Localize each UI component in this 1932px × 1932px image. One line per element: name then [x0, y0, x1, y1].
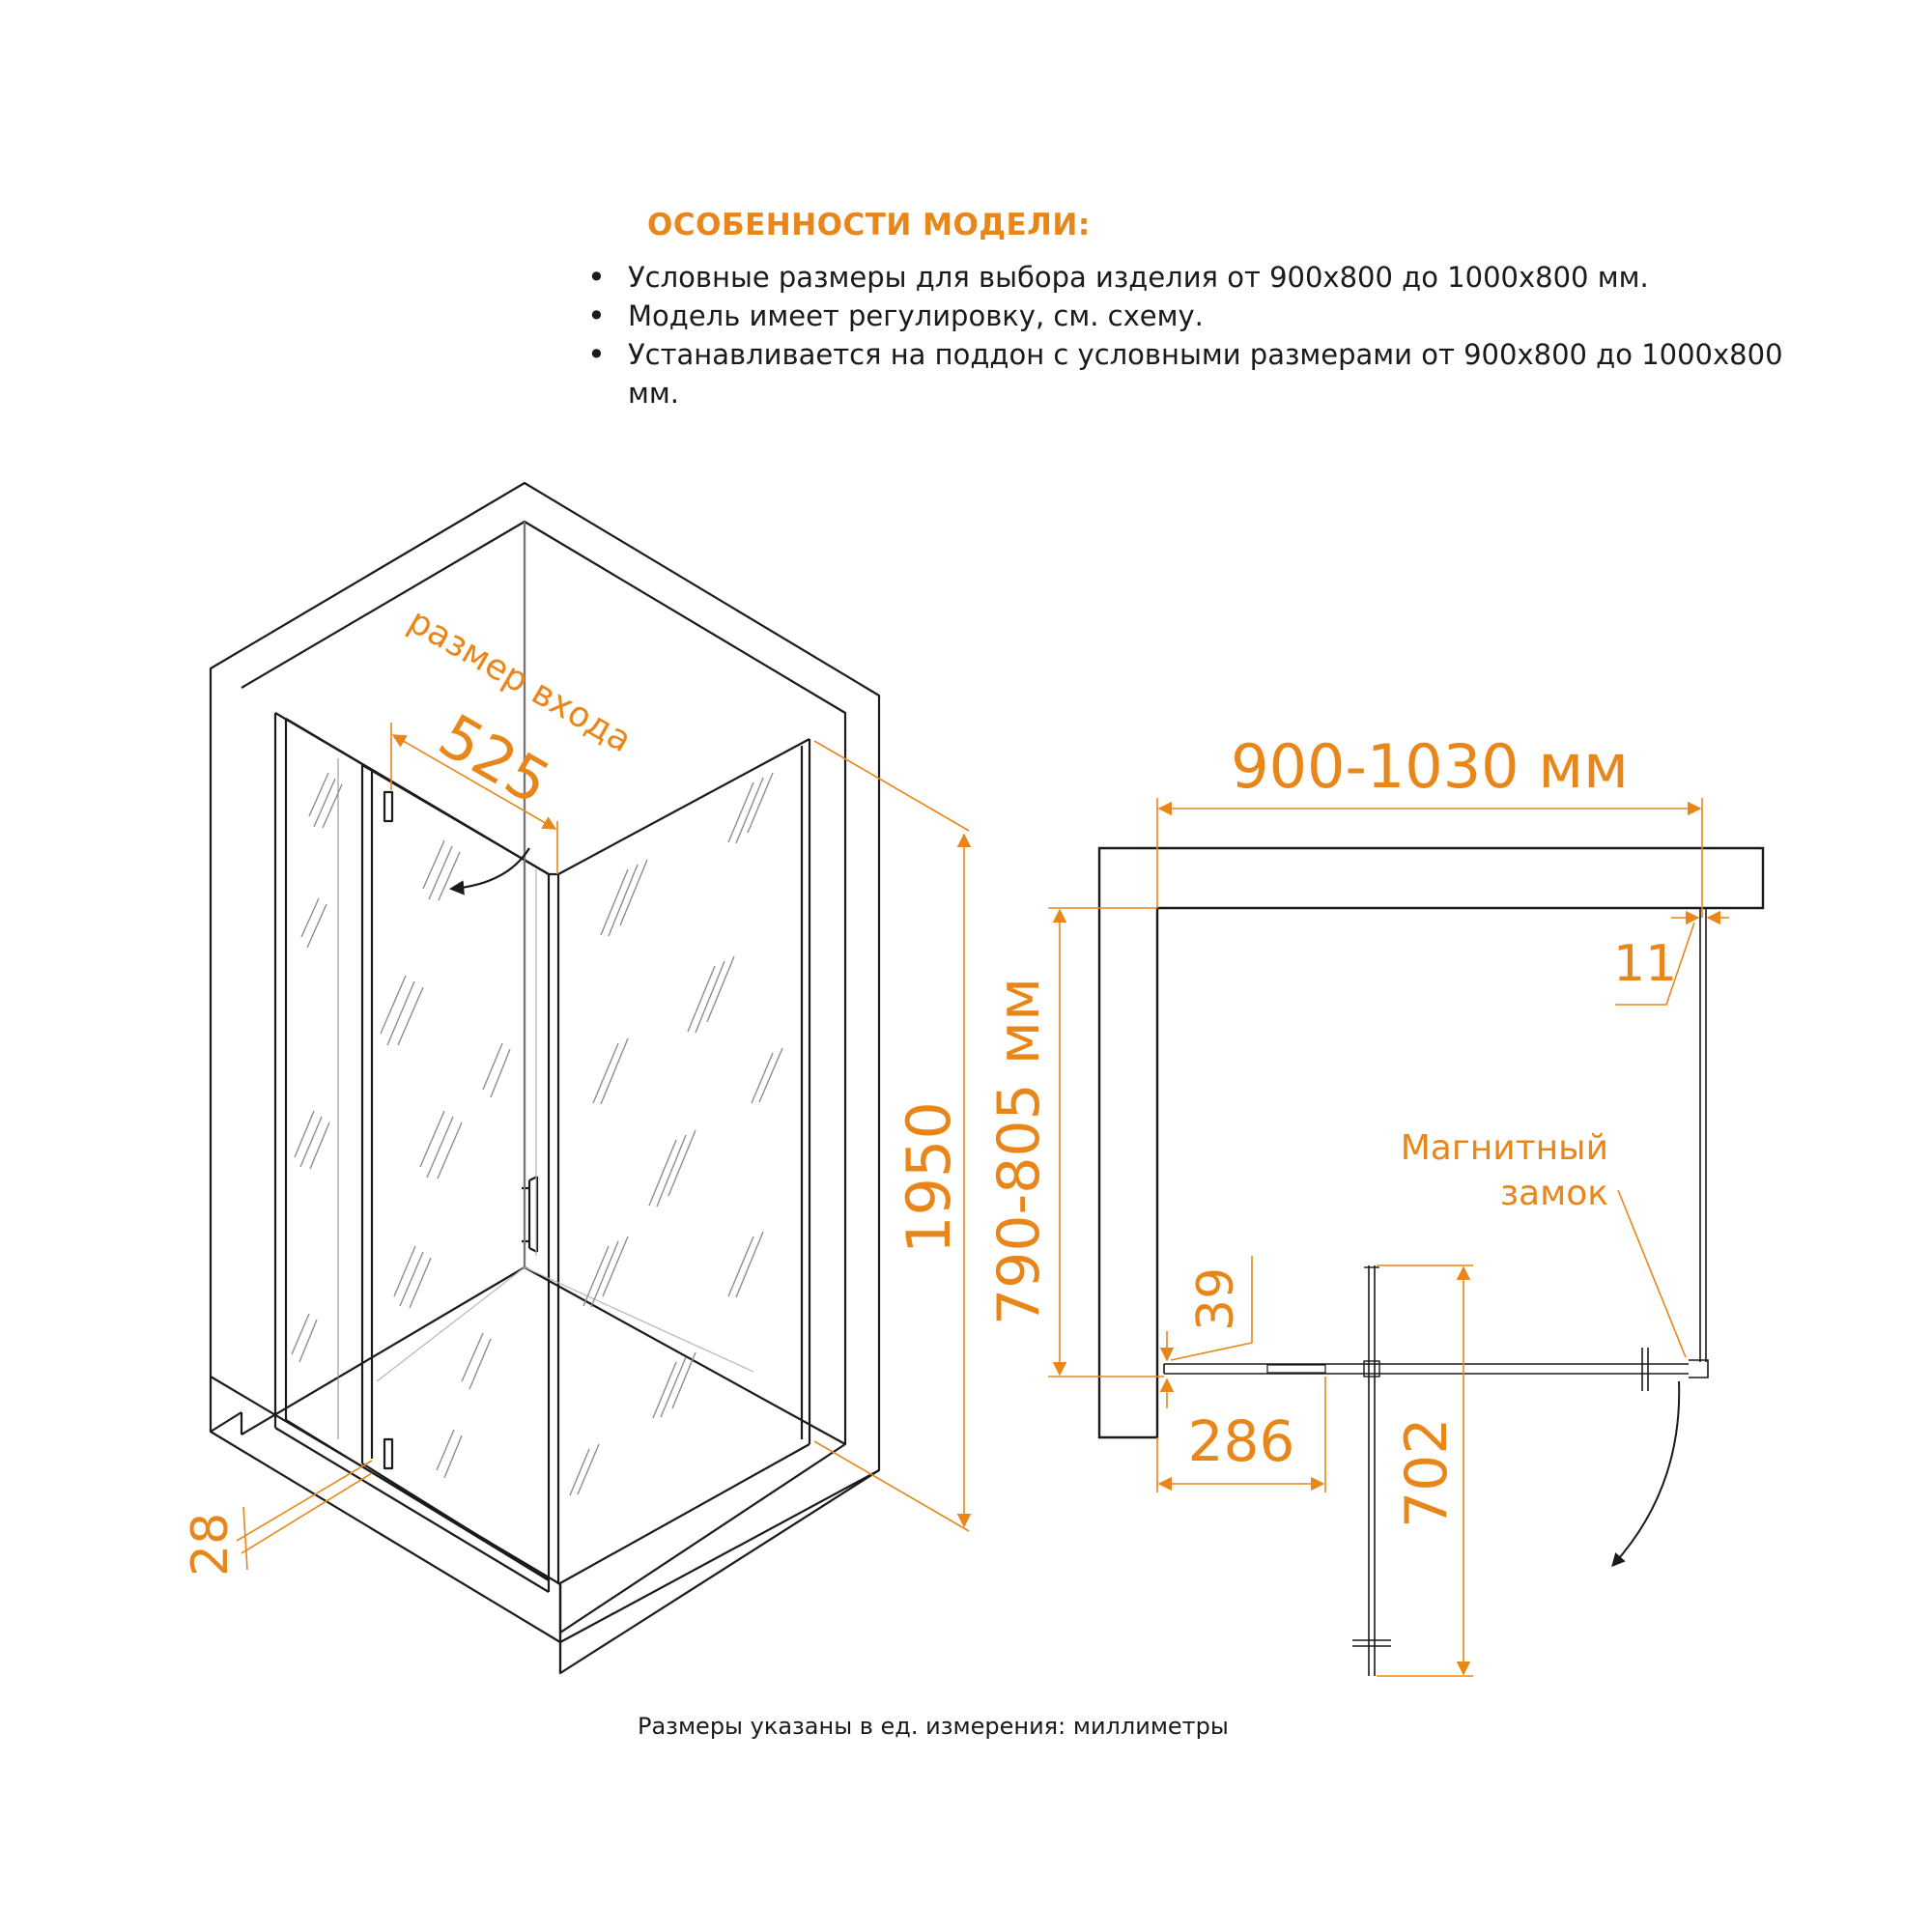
- door-width-value: 702: [1393, 1417, 1461, 1528]
- side-panel: [547, 738, 811, 1592]
- door-hinge-top: [383, 790, 394, 823]
- feature-item-tray: Устанавливается на поддон с условными ра…: [580, 335, 1787, 412]
- door-swing-arrow: [448, 847, 530, 895]
- features-list: Условные размеры для выбора изделия от 9…: [580, 258, 1787, 412]
- units-footnote: Размеры указаны в ед. измерения: миллиме…: [638, 1713, 1229, 1740]
- profile-value: 28: [182, 1513, 240, 1577]
- plan-dimensions: [1048, 798, 1729, 1677]
- wall-outline: [209, 481, 881, 1675]
- plan-fixed-profile: [1266, 1364, 1326, 1374]
- feature-item-sizes: Условные размеры для выбора изделия от 9…: [580, 258, 1787, 297]
- shower-tray: [209, 1377, 880, 1673]
- glass-hatching: [291, 772, 783, 1496]
- width-range-value: 900-1030 мм: [1231, 731, 1629, 802]
- plan-side-panel: [1699, 908, 1707, 1362]
- height-value: 1950: [894, 1101, 964, 1254]
- magnet-label-line2: замок: [1500, 1174, 1608, 1213]
- offset-leader: [1170, 1256, 1253, 1361]
- gap-value: 11: [1613, 935, 1677, 993]
- profile-ext-2: [241, 1472, 373, 1554]
- fixed-offset-value: 39: [1187, 1267, 1245, 1331]
- profile-dim-line: [242, 1506, 248, 1571]
- magnet-label-line1: Магнитный: [1401, 1128, 1608, 1168]
- plan-swing-arrow: [1611, 1380, 1681, 1568]
- interior-lines: [376, 522, 754, 1382]
- plan-front-fixed: [1163, 1363, 1372, 1375]
- plan-magnet: [1641, 1348, 1709, 1391]
- height-ext-bottom: [813, 1440, 970, 1532]
- fixed-panel-value: 286: [1188, 1408, 1295, 1474]
- tray-top: [240, 1265, 846, 1445]
- door-hinge-bottom: [383, 1437, 394, 1470]
- hinged-door: [360, 764, 550, 1580]
- plan-door: [1372, 1363, 1689, 1375]
- plan-door-handle-bottom: [1352, 1639, 1391, 1647]
- plan-hinge: [1363, 1360, 1380, 1378]
- iso-dimensions: [236, 723, 972, 1571]
- entrance-dim-line: [391, 734, 557, 830]
- depth-range-value: 790-805 мм: [985, 978, 1053, 1325]
- plan-door-open: [1368, 1265, 1376, 1676]
- profile-ext-1: [236, 1460, 373, 1542]
- height-ext-top: [813, 740, 970, 832]
- features-title: ОСОБЕННОСТИ МОДЕЛИ:: [647, 208, 1091, 242]
- isometric-view: [209, 481, 881, 1675]
- door-handle: [522, 1176, 539, 1253]
- gap-leader: [1615, 922, 1695, 1006]
- magnet-leader: [1617, 1189, 1687, 1358]
- feature-item-adjustment: Модель имеет регулировку, см. схему.: [580, 297, 1787, 335]
- entrance-width-value: 525: [428, 700, 562, 818]
